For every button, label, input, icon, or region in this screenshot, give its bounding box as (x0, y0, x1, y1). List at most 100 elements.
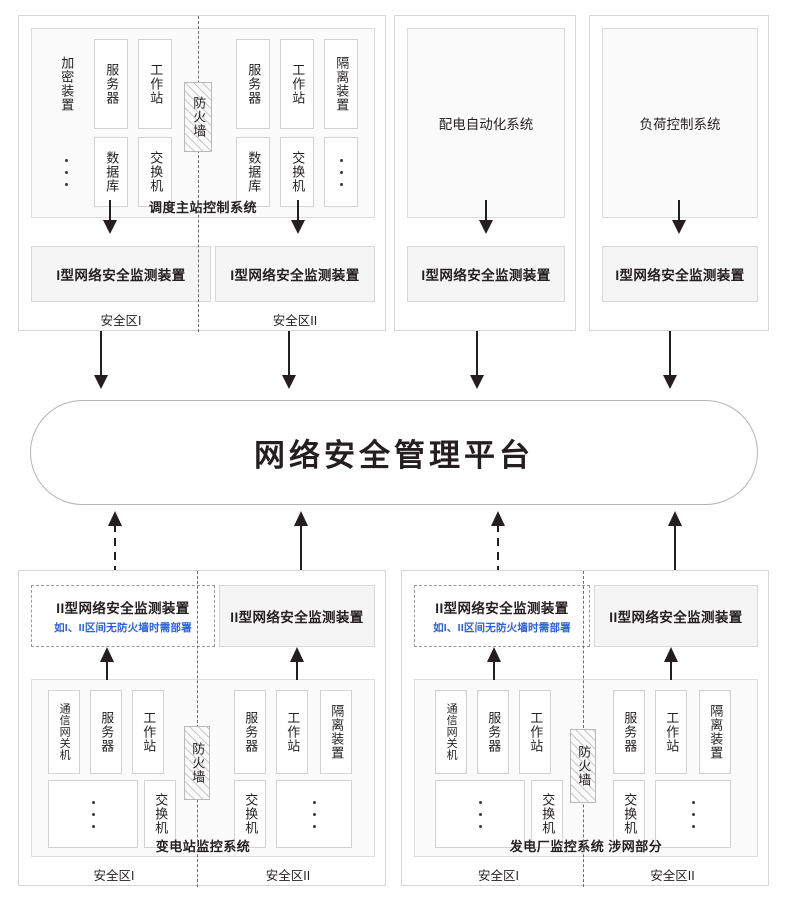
unit-server-zone1: 服务器 (94, 39, 128, 129)
unit-ellipsis-zone2 (324, 137, 358, 207)
zone-name-powerplant-2: 安全区II (650, 869, 695, 883)
unit-label: 通信网关机 (58, 703, 71, 761)
unit-workstation-powerplant-zone1: 工作站 (519, 690, 551, 774)
arrow-dispatch-zone1-down (101, 200, 119, 236)
unit-communication-gateway-zone1: 通信网关机 (435, 690, 467, 774)
arrow-load-control-to-platform (661, 331, 679, 391)
unit-label: 服务器 (243, 711, 259, 753)
arrow-powerplant-zone2-up (662, 646, 680, 680)
unit-label: 交换机 (148, 151, 164, 193)
zone-divider-dispatch (198, 16, 199, 332)
distribution-system-label: 配电自动化系统 (438, 117, 534, 132)
platform-label: 网络安全管理平台 (254, 438, 534, 473)
device-label: I型网络安全监测装置 (421, 268, 551, 283)
unit-workstation-powerplant-zone2: 工作站 (655, 690, 687, 774)
powerplant-system-caption: 发电厂监控系统 涉网部分 (509, 839, 663, 854)
unit-server-powerplant-zone1: 服务器 (477, 690, 509, 774)
unit-workstation-zone2: 工作站 (280, 39, 314, 129)
unit-label: 工作站 (290, 63, 306, 105)
load-control-system-label: 负荷控制系统 (639, 117, 721, 132)
network-security-management-platform[interactable]: 网络安全管理平台 (30, 400, 758, 505)
arrow-powerplant-zone2-to-platform (666, 508, 684, 570)
dispatch-system-box: 加密装置 服务器 数据库 工作站 交换机 服务器 数据库 (31, 28, 375, 218)
device-type1-load-control: I型网络安全监测装置 (602, 246, 758, 302)
unit-label: 服务器 (622, 711, 638, 753)
unit-database-zone2: 数据库 (236, 137, 270, 207)
substation-system-box: 通信网关机 服务器 工作站 交换机 服务器 交换机 工作站 (31, 679, 375, 857)
arrow-distribution-to-platform (468, 331, 486, 391)
unit-label: 工作站 (148, 63, 164, 105)
device-deployment-note: 如I、II区间无防火墙时需部署 (433, 622, 571, 634)
zone-name-powerplant-1: 安全区I (478, 869, 519, 883)
unit-ellipsis-powerplant-zone1 (435, 780, 525, 848)
zone-name-dispatch-2: 安全区II (272, 314, 318, 328)
unit-label: 加密装置 (59, 56, 75, 112)
device-label: II型网络安全监测装置 (230, 610, 364, 625)
unit-label: 交换机 (622, 793, 638, 835)
unit-label: 数据库 (246, 151, 262, 193)
arrow-load-control-down (670, 200, 688, 236)
unit-server-zone2: 服务器 (236, 39, 270, 129)
device-type2-powerplant-zone2: II型网络安全监测装置 (594, 585, 758, 647)
unit-label: 隔离装置 (329, 704, 345, 760)
arrow-substation-zone2-up (288, 646, 306, 680)
unit-isolation-device-substation-zone2: 隔离装置 (320, 690, 352, 774)
unit-switch-substation-zone2: 交换机 (234, 780, 266, 848)
unit-communication-gateway-zone1: 通信网关机 (48, 690, 80, 774)
unit-label: 工作站 (285, 711, 301, 753)
panel-substation: II型网络安全监测装置 如I、II区间无防火墙时需部署 II型网络安全监测装置 … (18, 570, 386, 887)
arrow-powerplant-zone1-up (485, 646, 503, 680)
device-label: I型网络安全监测装置 (615, 268, 745, 283)
unit-switch-substation-zone1: 交换机 (144, 780, 176, 848)
unit-server-substation-zone1: 服务器 (90, 690, 122, 774)
panel-power-plant: II型网络安全监测装置 如I、II区间无防火墙时需部署 II型网络安全监测装置 … (401, 570, 769, 887)
unit-workstation-substation-zone2: 工作站 (276, 690, 308, 774)
device-label: II型网络安全监测装置 (435, 601, 569, 616)
arrow-substation-zone2-to-platform (292, 508, 310, 570)
unit-ellipsis-powerplant-zone2 (655, 780, 731, 848)
arrow-substation-zone1-up (98, 646, 116, 680)
panel-dispatch-master: 加密装置 服务器 数据库 工作站 交换机 服务器 数据库 (18, 15, 386, 332)
arrow-dispatch-zone2-to-platform (280, 331, 298, 391)
unit-label: 隔离装置 (708, 704, 724, 760)
device-label: I型网络安全监测装置 (230, 268, 360, 283)
unit-label: 服务器 (104, 63, 120, 105)
unit-label: 交换机 (290, 151, 306, 193)
zone-name-dispatch-1: 安全区I (100, 314, 142, 328)
arrow-powerplant-zone1-to-platform (489, 508, 507, 570)
device-type2-substation-zone2: II型网络安全监测装置 (219, 585, 375, 647)
unit-label: 服务器 (246, 63, 262, 105)
arrow-dispatch-zone2-down (289, 200, 307, 236)
unit-label: 服务器 (99, 711, 115, 753)
unit-switch-zone1: 交换机 (138, 137, 172, 207)
zone-name-substation-2: 安全区II (265, 869, 311, 883)
arrow-dispatch-zone1-to-platform (92, 331, 110, 391)
device-type2-substation-zone1: II型网络安全监测装置 如I、II区间无防火墙时需部署 (31, 585, 215, 647)
unit-switch-powerplant-zone2: 交换机 (613, 780, 645, 848)
substation-system-caption: 变电站监控系统 (155, 839, 251, 854)
unit-label: 工作站 (528, 711, 544, 753)
distribution-system-box: 配电自动化系统 (407, 28, 565, 218)
unit-ellipsis-zone1 (48, 137, 84, 207)
firewall-label: 防火墙 (190, 742, 206, 784)
unit-encryption-device: 加密装置 (48, 39, 84, 129)
device-type1-dispatch-zone1: I型网络安全监测装置 (31, 246, 211, 302)
firewall-dispatch: 防火墙 (184, 82, 212, 152)
load-control-system-box: 负荷控制系统 (602, 28, 758, 218)
device-label: II型网络安全监测装置 (609, 610, 743, 625)
unit-isolation-device-powerplant-zone2: 隔离装置 (699, 690, 731, 774)
unit-ellipsis-substation-zone1 (48, 780, 138, 848)
unit-server-substation-zone2: 服务器 (234, 690, 266, 774)
unit-ellipsis-substation-zone2 (276, 780, 352, 848)
unit-label: 服务器 (486, 711, 502, 753)
panel-load-control: 负荷控制系统 I型网络安全监测装置 (589, 15, 769, 331)
unit-database-zone1: 数据库 (94, 137, 128, 207)
panel-distribution-automation: 配电自动化系统 I型网络安全监测装置 (394, 15, 576, 331)
unit-label: 工作站 (664, 711, 680, 753)
unit-switch-zone2: 交换机 (280, 137, 314, 207)
unit-label: 交换机 (243, 793, 259, 835)
unit-label: 通信网关机 (445, 703, 458, 761)
unit-switch-powerplant-zone1: 交换机 (531, 780, 563, 848)
device-label: I型网络安全监测装置 (56, 268, 186, 283)
